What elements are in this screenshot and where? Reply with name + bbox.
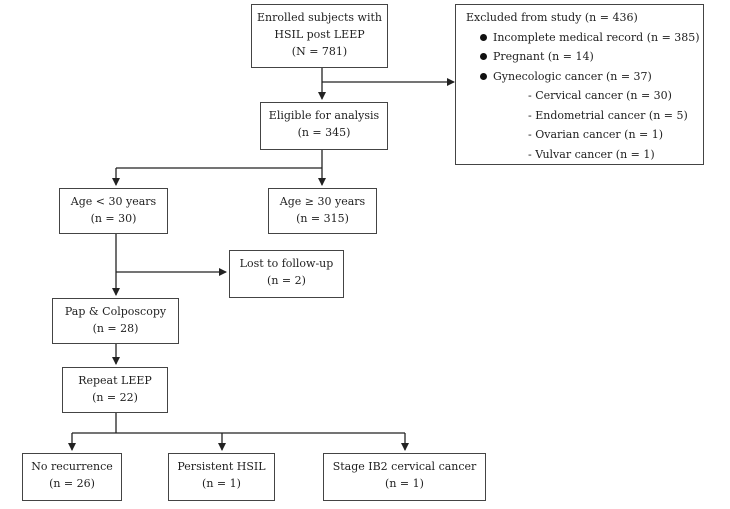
no-recurrence-box: No recurrence (n = 26) xyxy=(22,453,122,501)
pap-line1: Pap & Colposcopy xyxy=(64,305,167,318)
persistent-box: Persistent HSIL (n = 1) xyxy=(168,453,275,501)
bullet-icon xyxy=(480,33,487,41)
excluded-subitem: - Endometrial cancer (n = 5) xyxy=(528,108,688,122)
enrolled-line1: Enrolled subjects with xyxy=(257,11,382,24)
age-ge30-line2: (n = 315) xyxy=(296,212,349,225)
bullet-icon xyxy=(480,53,487,61)
excluded-item: Gynecologic cancer (n = 37) xyxy=(466,67,703,87)
excluded-item-text: Incomplete medical record (n = 385) xyxy=(493,30,700,44)
age-lt30-box: Age < 30 years (n = 30) xyxy=(59,188,168,234)
age-ge30-box: Age ≥ 30 years (n = 315) xyxy=(268,188,377,234)
persistent-line1: Persistent HSIL xyxy=(177,460,266,473)
excluded-item: Incomplete medical record (n = 385) xyxy=(466,28,703,48)
excluded-item: Pregnant (n = 14) xyxy=(466,47,703,67)
eligible-box: Eligible for analysis (n = 345) xyxy=(260,102,388,150)
stage-line2: (n = 1) xyxy=(385,477,424,490)
enrolled-box: Enrolled subjects with HSIL post LEEP (N… xyxy=(251,4,388,68)
excluded-title: Excluded from study (n = 436) xyxy=(466,11,638,24)
pap-box: Pap & Colposcopy (n = 28) xyxy=(52,298,179,344)
enrolled-line3: (N = 781) xyxy=(291,45,348,58)
enrolled-line2: HSIL post LEEP xyxy=(274,28,365,41)
excluded-item-text: Gynecologic cancer (n = 37) xyxy=(493,69,652,83)
eligible-line2: (n = 345) xyxy=(297,126,351,139)
eligible-line1: Eligible for analysis xyxy=(268,109,380,122)
lost-line2: (n = 2) xyxy=(267,274,306,287)
repeat-line1: Repeat LEEP xyxy=(78,374,152,387)
no-recurrence-line2: (n = 26) xyxy=(49,477,95,490)
excluded-box: Excluded from study (n = 436) Incomplete… xyxy=(455,4,704,165)
stage-box: Stage IB2 cervical cancer (n = 1) xyxy=(323,453,486,501)
stage-line1: Stage IB2 cervical cancer xyxy=(332,460,477,473)
age-lt30-line2: (n = 30) xyxy=(90,212,137,225)
lost-line1: Lost to follow-up xyxy=(239,257,334,270)
repeat-line2: (n = 22) xyxy=(92,391,138,404)
no-recurrence-line1: No recurrence xyxy=(31,460,113,473)
excluded-subitem: - Vulvar cancer (n = 1) xyxy=(528,147,655,161)
age-lt30-line1: Age < 30 years xyxy=(70,195,157,208)
pap-line2: (n = 28) xyxy=(92,322,139,335)
persistent-line2: (n = 1) xyxy=(202,477,241,490)
excluded-item-text: Pregnant (n = 14) xyxy=(493,50,594,63)
excluded-subitem: - Ovarian cancer (n = 1) xyxy=(528,128,664,141)
age-ge30-line1: Age ≥ 30 years xyxy=(279,195,366,208)
lost-box: Lost to follow-up (n = 2) xyxy=(229,250,344,298)
excluded-subitem: - Cervical cancer (n = 30) xyxy=(528,89,672,102)
bullet-icon xyxy=(480,72,487,80)
repeat-box: Repeat LEEP (n = 22) xyxy=(62,367,168,413)
